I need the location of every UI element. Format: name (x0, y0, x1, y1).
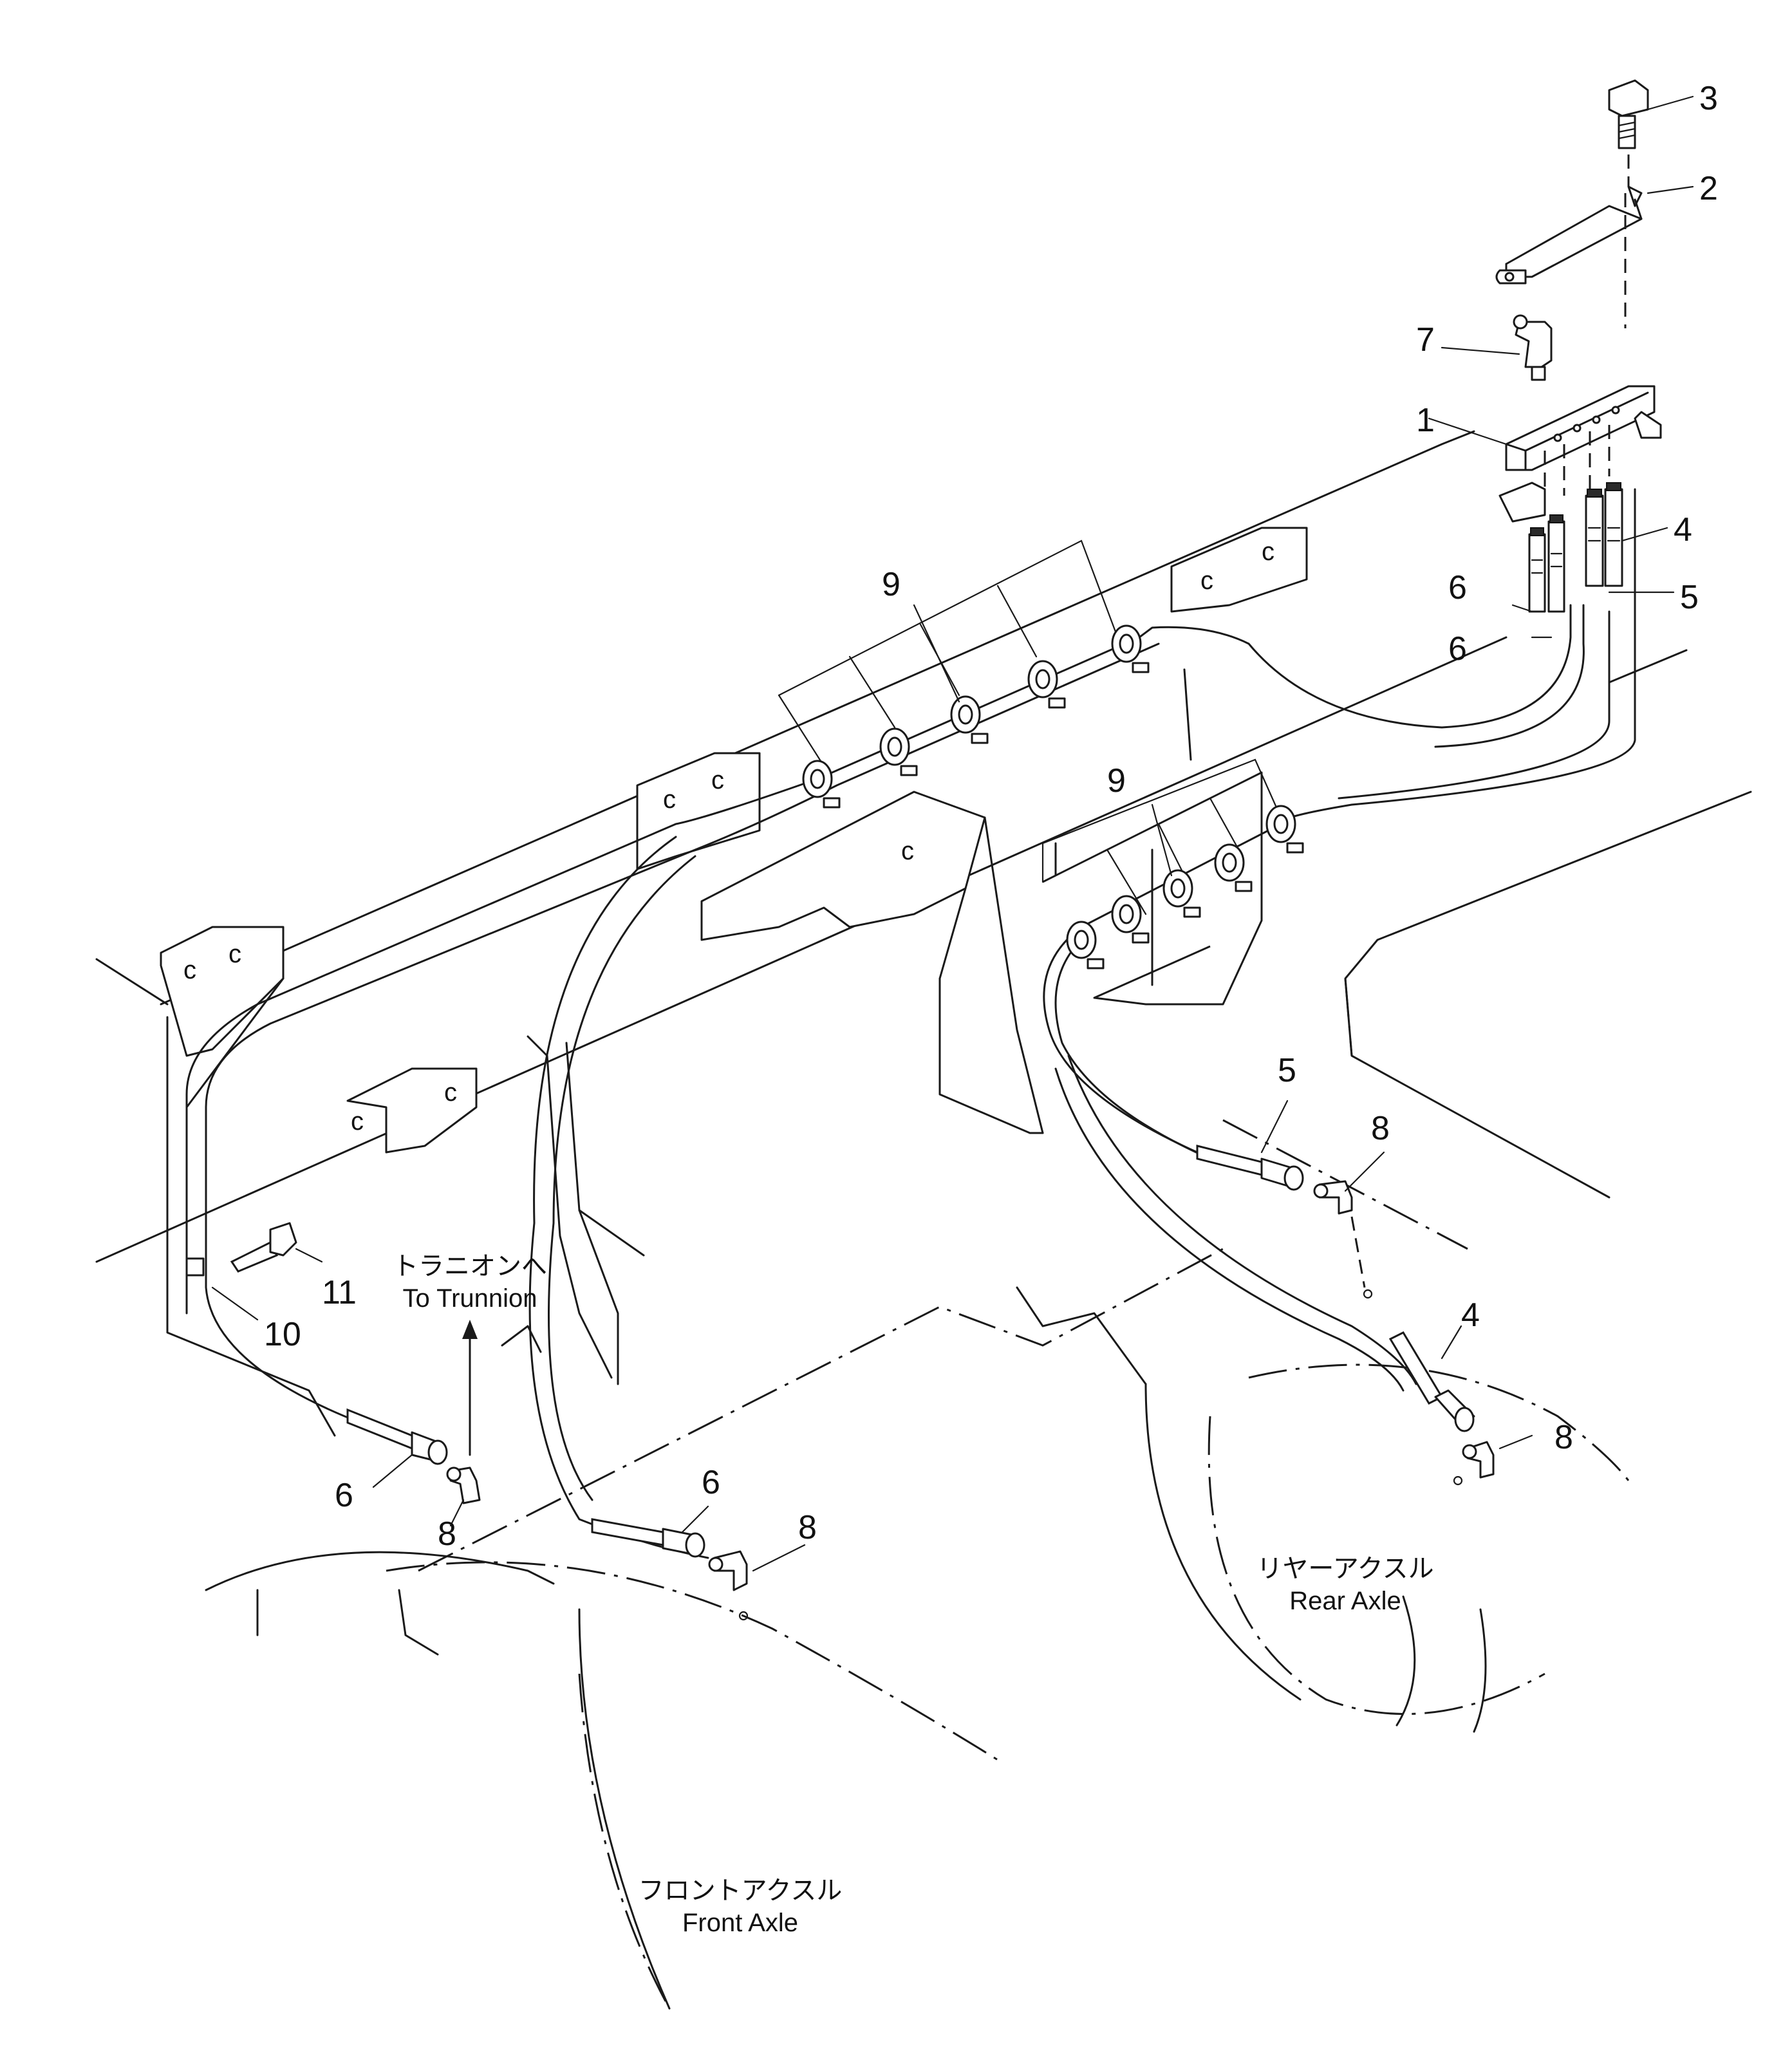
manifold-cover (1495, 185, 1643, 285)
caption-to-trunnion-jp: トラニオンへ (393, 1252, 547, 1280)
caption-front-axle-en: Front Axle (682, 1909, 798, 1937)
clip-mark: c (901, 837, 914, 865)
callout-9: 9 (882, 566, 901, 603)
callout-8: 8 (1554, 1419, 1573, 1456)
hose-clamp (950, 695, 989, 744)
callout-10: 10 (264, 1316, 301, 1353)
elbow-fitting-7 (1513, 314, 1553, 381)
clip-mark: c (183, 956, 196, 984)
callout-11: 11 (322, 1274, 357, 1311)
callout-2: 2 (1699, 170, 1718, 207)
clip-mark: c (351, 1107, 364, 1136)
clip-marks: c c c c c c c c c (183, 538, 1274, 1136)
callout-7: 7 (1416, 321, 1435, 359)
callout-4: 4 (1674, 511, 1692, 548)
clip-mark: c (663, 785, 676, 814)
hose-clamp (1111, 624, 1150, 673)
callout-6: 6 (1448, 630, 1467, 668)
callout-8: 8 (798, 1509, 817, 1546)
hose-ends-4-5-6 (1528, 482, 1623, 613)
callout-8: 8 (438, 1515, 456, 1553)
hose-end-4-lower (1388, 1331, 1475, 1432)
caption-rear-axle-en: Rear Axle (1289, 1587, 1401, 1615)
hose-clamp (1066, 921, 1105, 969)
bolt-11 (230, 1222, 297, 1273)
elbow-fitting-8-rear-lower (1453, 1441, 1495, 1486)
callout-1: 1 (1416, 402, 1435, 439)
clamps-upper (802, 624, 1150, 809)
callout-4: 4 (1461, 1297, 1480, 1334)
clamps-lower (1066, 805, 1304, 969)
hose-end-6-left (346, 1408, 448, 1465)
callout-6: 6 (335, 1477, 353, 1514)
leader-lines (211, 95, 1694, 1572)
callout-5: 5 (1278, 1052, 1296, 1089)
clip-mark: c (444, 1078, 457, 1107)
hose-clamp (1111, 895, 1150, 944)
hose-end-5-lower (1196, 1145, 1304, 1191)
to-trunnion-arrow (462, 1320, 478, 1456)
callout-5: 5 (1680, 579, 1699, 616)
hose-clamp (1265, 805, 1304, 854)
hose-clamp (879, 727, 918, 776)
grease-manifold-block (1498, 385, 1662, 523)
main-frame (95, 430, 1752, 1572)
callout-6: 6 (1448, 569, 1467, 606)
elbow-fitting-8-rear-upper (1313, 1180, 1373, 1299)
rear-axle (1016, 1286, 1630, 1733)
clip-mark: c (711, 766, 724, 794)
caption-front-axle-jp: フロントアクスル (639, 1877, 843, 1905)
hose-clamp (802, 760, 841, 809)
clip-mark: c (229, 940, 241, 968)
clip-mark: c (1200, 566, 1213, 595)
clamp-panel-upper (778, 539, 1121, 767)
hose-end-6-center (591, 1518, 705, 1558)
elbow-fitting-8-center (708, 1550, 749, 1621)
captions: トラニオンへ To Trunnion リヤーアクスル Rear Axle フロン… (393, 1252, 1434, 1937)
caption-to-trunnion-en: To Trunnion (402, 1284, 537, 1313)
hose-clamp (1027, 660, 1066, 709)
callout-6: 6 (702, 1464, 720, 1501)
hose-clamp (1162, 869, 1201, 918)
callout-3: 3 (1699, 80, 1718, 117)
caption-rear-axle-jp: リヤーアクスル (1256, 1555, 1433, 1583)
hose-clamp (1214, 843, 1253, 892)
clip-mark: c (1262, 538, 1274, 566)
clamp-10 (185, 1257, 205, 1277)
callout-9: 9 (1107, 762, 1126, 800)
front-axle (205, 1551, 1005, 2010)
grease-hoses (185, 488, 1636, 1559)
elbow-fitting-8-left (446, 1466, 481, 1504)
callout-8: 8 (1371, 1110, 1390, 1147)
callout-numbers: 3 2 7 1 4 5 6 6 9 9 5 8 4 8 6 8 6 8 11 1… (264, 80, 1718, 1553)
mounting-bolt (1608, 79, 1649, 328)
